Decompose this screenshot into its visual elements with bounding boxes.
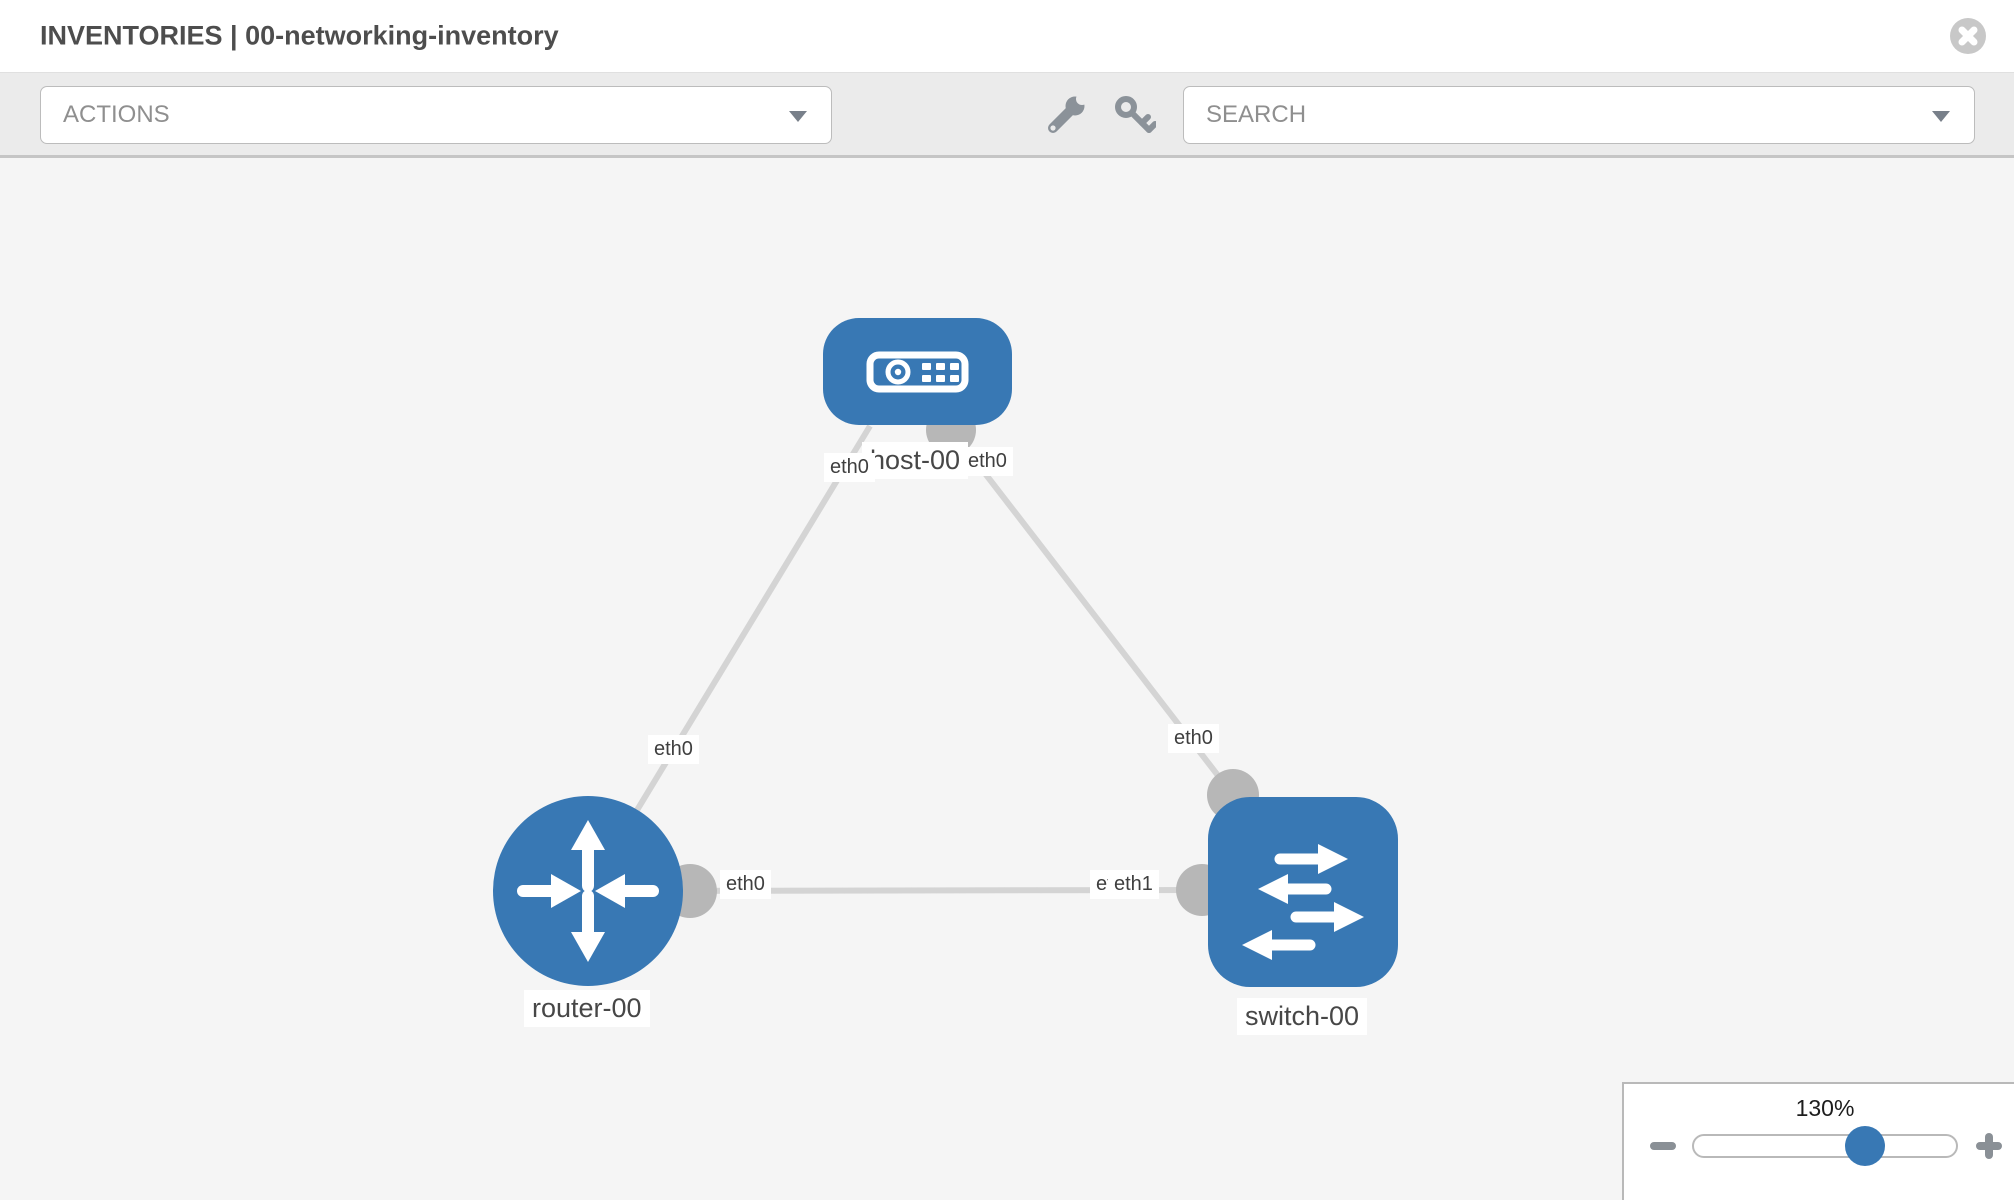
actions-dropdown-label: ACTIONS [63, 101, 170, 128]
zoom-level: 130% [1795, 1095, 1855, 1121]
chevron-down-icon [789, 111, 807, 122]
interface-label-host-eth0-left: eth0 [824, 453, 875, 482]
topology-canvas[interactable]: host-00 router-00 switch-00 eth0 eth0 et… [0, 158, 2014, 1200]
zoom-slider-thumb[interactable] [1845, 1126, 1885, 1166]
router-arrows-icon [517, 820, 659, 962]
wrench-icon [1048, 93, 1088, 133]
node-label-host-00: host-00 [862, 442, 969, 479]
node-switch-00[interactable] [1208, 797, 1398, 987]
node-label-switch-00: switch-00 [1237, 998, 1368, 1035]
interface-label-router-eth0: eth0 [720, 870, 771, 899]
zoom-slider-track[interactable] [1692, 1134, 1958, 1158]
server-icon [866, 351, 969, 393]
interface-label-switch-eth0: eth0 [1168, 724, 1219, 753]
header: INVENTORIES | 00-networking-inventory [0, 0, 2014, 72]
actions-dropdown[interactable]: ACTIONS [40, 86, 832, 144]
key-icon [1115, 96, 1158, 133]
interface-label-router-eth0-uplink: eth0 [648, 735, 699, 764]
zoom-panel: 130% [1622, 1082, 2014, 1200]
interface-label-switch-eth1: eth1 [1108, 870, 1159, 899]
zoom-out-button[interactable] [1650, 1142, 1676, 1150]
close-button[interactable] [1950, 18, 1986, 54]
chevron-down-icon [1932, 111, 1950, 122]
switch-arrows-icon [1242, 844, 1364, 960]
node-router-00[interactable] [493, 796, 683, 986]
interface-label-host-eth0-right: eth0 [962, 447, 1013, 476]
key-button[interactable] [1112, 93, 1158, 137]
search-dropdown[interactable]: SEARCH [1183, 86, 1975, 144]
page-title: INVENTORIES | 00-networking-inventory [40, 20, 559, 51]
zoom-in-button[interactable] [1976, 1133, 2002, 1159]
close-icon [1958, 26, 1978, 46]
plus-icon [1985, 1133, 1993, 1159]
node-label-router-00: router-00 [524, 990, 650, 1027]
toolbar: ACTIONS SEARCH [0, 72, 2014, 158]
wrench-button[interactable] [1044, 93, 1088, 137]
links-layer [585, 405, 1259, 918]
search-dropdown-label: SEARCH [1206, 101, 1307, 128]
node-host-00[interactable] [823, 318, 1012, 425]
